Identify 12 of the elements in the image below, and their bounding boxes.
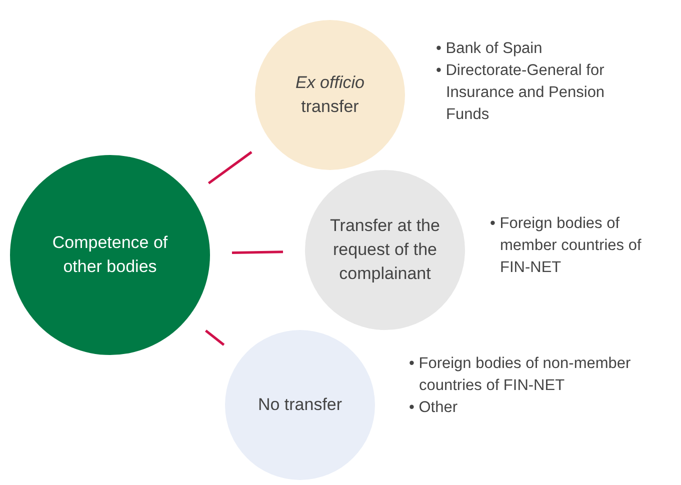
connector-line bbox=[232, 250, 284, 254]
bullet-item: • Bank of Spain bbox=[436, 39, 544, 59]
circle-label: Competence of other bodies bbox=[51, 232, 169, 278]
bullet-item: • Other bbox=[409, 398, 458, 418]
bullet-item: • Foreign bodies of non-member countries of FIN-NET bbox=[409, 354, 632, 396]
bullet-item: • Directorate-General for Insurance and Pension Funds bbox=[436, 61, 606, 125]
circle-label: Ex officio transfer bbox=[294, 72, 366, 118]
circle-label: Transfer at the request of the complainant bbox=[329, 215, 441, 285]
bullet-item: • Foreign bodies of member countries of FIN-NET bbox=[490, 214, 642, 278]
connector-line bbox=[204, 330, 225, 346]
connector-line bbox=[208, 151, 252, 184]
circle-label: No transfer bbox=[256, 394, 344, 416]
